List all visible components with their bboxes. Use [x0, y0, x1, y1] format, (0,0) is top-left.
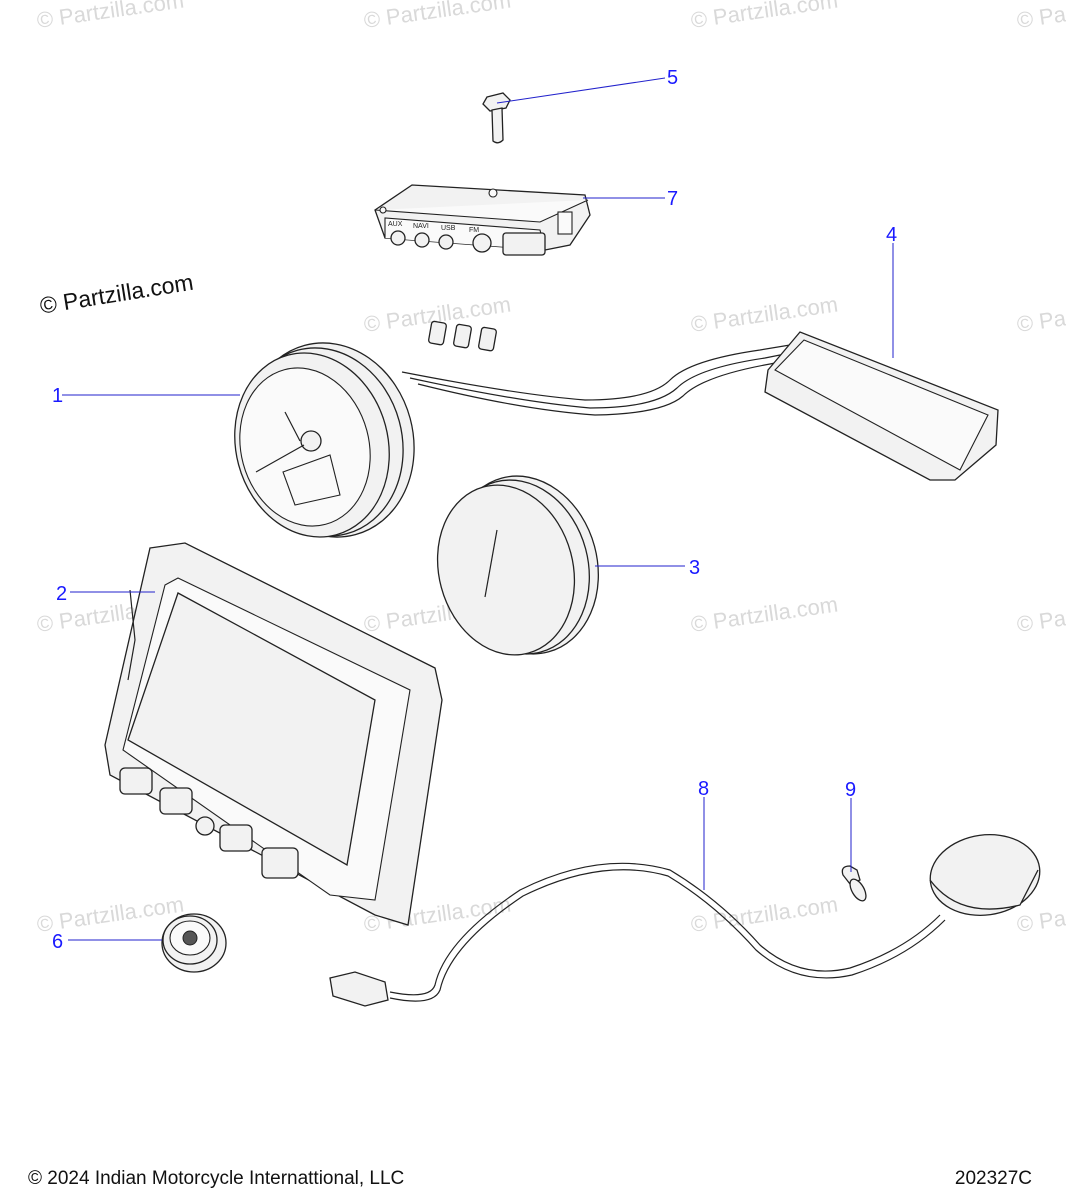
callout-2: 2	[56, 583, 67, 605]
watermark: © Partzilla.com	[1015, 592, 1066, 637]
watermark: © Partzilla.com	[362, 0, 512, 33]
part-1-gauge[interactable]	[215, 324, 436, 556]
callout-9: 9	[845, 779, 856, 801]
watermark: © Partzilla.com	[1015, 292, 1066, 337]
part-7-module[interactable]: AUX NAVI USB FM	[374, 184, 591, 256]
module-label-aux: AUX	[388, 221, 403, 228]
module-label-fm: FM	[469, 227, 479, 234]
copyright-text: © 2024 Indian Motorcycle Internattional,…	[28, 1168, 405, 1189]
watermark: © Partzilla.com	[689, 0, 839, 33]
leader-lines	[62, 77, 894, 941]
part-5-bolt[interactable]	[482, 92, 511, 144]
callout-7: 7	[667, 188, 678, 210]
part-6-emblem[interactable]	[161, 913, 227, 973]
watermark: © Partzilla.com	[35, 0, 185, 33]
callout-3: 3	[689, 557, 700, 579]
diagram-code: 202327C	[954, 1168, 1032, 1189]
callout-4: 4	[886, 224, 897, 246]
part-2-display[interactable]	[104, 542, 443, 926]
part-9-clip[interactable]	[841, 865, 869, 903]
callout-numbers: 1 2 3 4 5 6 7 8 9	[52, 67, 897, 953]
part-4-antenna-pad[interactable]	[401, 320, 999, 481]
part-3-gauge-blank[interactable]	[419, 459, 618, 670]
module-label-navi: NAVI	[413, 223, 429, 230]
watermark: © Partzilla.com	[689, 292, 839, 337]
module-label-usb: USB	[441, 225, 456, 232]
callout-1: 1	[52, 385, 63, 407]
callout-5: 5	[667, 67, 678, 89]
callout-8: 8	[698, 778, 709, 800]
watermark: © Partzilla.com	[1015, 0, 1066, 33]
watermark: © Partzilla.com	[689, 592, 839, 637]
part-8-antenna-cable[interactable]	[329, 828, 1045, 1007]
callout-6: 6	[52, 931, 63, 953]
